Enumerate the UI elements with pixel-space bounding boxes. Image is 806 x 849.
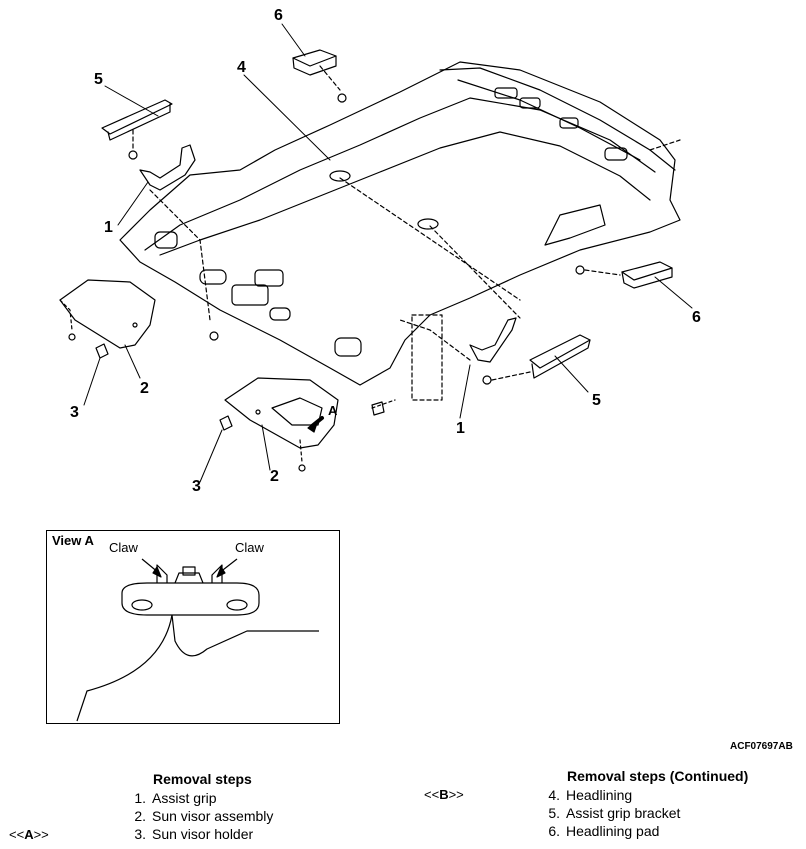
removal-step-2: 2. Sun visor assembly (120, 808, 273, 824)
removal-steps-continued-heading: Removal steps (Continued) (567, 768, 749, 784)
removal-step-5: 5. Assist grip bracket (534, 805, 680, 821)
callout-1-left: 1 (104, 219, 113, 236)
step-number: 6. (548, 823, 560, 839)
sun-visor-right (219, 377, 339, 472)
step-text: Sun visor holder (152, 826, 254, 842)
assist-grip-bracket-left (101, 99, 173, 160)
callout-3-right: 3 (192, 478, 201, 495)
step-text: Headlining (566, 787, 633, 803)
callout-3-left: 3 (70, 404, 79, 421)
callout-1-right: 1 (456, 420, 465, 437)
step-number: 2. (134, 808, 146, 824)
step-number: 1. (134, 790, 146, 806)
step-number: 4. (548, 787, 560, 803)
callout-leaders (83, 23, 693, 483)
view-a-inset: View A Claw Claw (46, 530, 340, 724)
marker-open: << (424, 787, 440, 802)
figure-id: ACF07697AB (730, 741, 793, 752)
marker-letter: B (439, 787, 449, 802)
step-number: 3. (134, 826, 146, 842)
assist-grip-left (139, 144, 219, 341)
removal-step-3: 3. Sun visor holder (120, 826, 253, 842)
marker-close: >> (33, 827, 49, 842)
assist-grip-bracket-right (491, 334, 591, 381)
removal-step-1: 1. Assist grip (120, 790, 217, 806)
headlining-pad-top (292, 49, 347, 103)
marker-a: <<A>> (9, 827, 49, 842)
step-text: Sun visor assembly (152, 808, 274, 824)
view-a-title: View A (52, 533, 94, 548)
callout-4: 4 (237, 59, 246, 76)
callout-5-right: 5 (592, 392, 601, 409)
claw-label-left: Claw (109, 540, 138, 555)
step-number: 5. (548, 805, 560, 821)
removal-step-4: 4. Headlining (534, 787, 632, 803)
marker-b: <<B>> (424, 787, 464, 802)
callout-2-left: 2 (140, 380, 149, 397)
step-text: Assist grip (152, 790, 217, 806)
sun-visor-left (59, 279, 156, 359)
step-text: Assist grip bracket (566, 805, 681, 821)
headlining-exploded-diagram (59, 23, 693, 483)
claw-label-right: Claw (235, 540, 264, 555)
removal-steps-heading: Removal steps (153, 771, 252, 787)
marker-letter: A (24, 827, 34, 842)
callout-6-right: 6 (692, 309, 701, 326)
callout-5-left: 5 (94, 71, 103, 88)
callout-2-right: 2 (270, 468, 279, 485)
sun-visor-holder (371, 399, 396, 416)
removal-step-6: 6. Headlining pad (534, 823, 659, 839)
headlining-part (119, 61, 681, 386)
marker-close: >> (448, 787, 464, 802)
step-text: Headlining pad (566, 823, 660, 839)
view-a-marker: A (328, 403, 338, 418)
marker-open: << (9, 827, 25, 842)
callout-6-top: 6 (274, 7, 283, 24)
sun-visor-holder-closeup (76, 558, 319, 722)
assist-grip-right (399, 314, 517, 401)
headlining-pad-right (575, 261, 673, 289)
